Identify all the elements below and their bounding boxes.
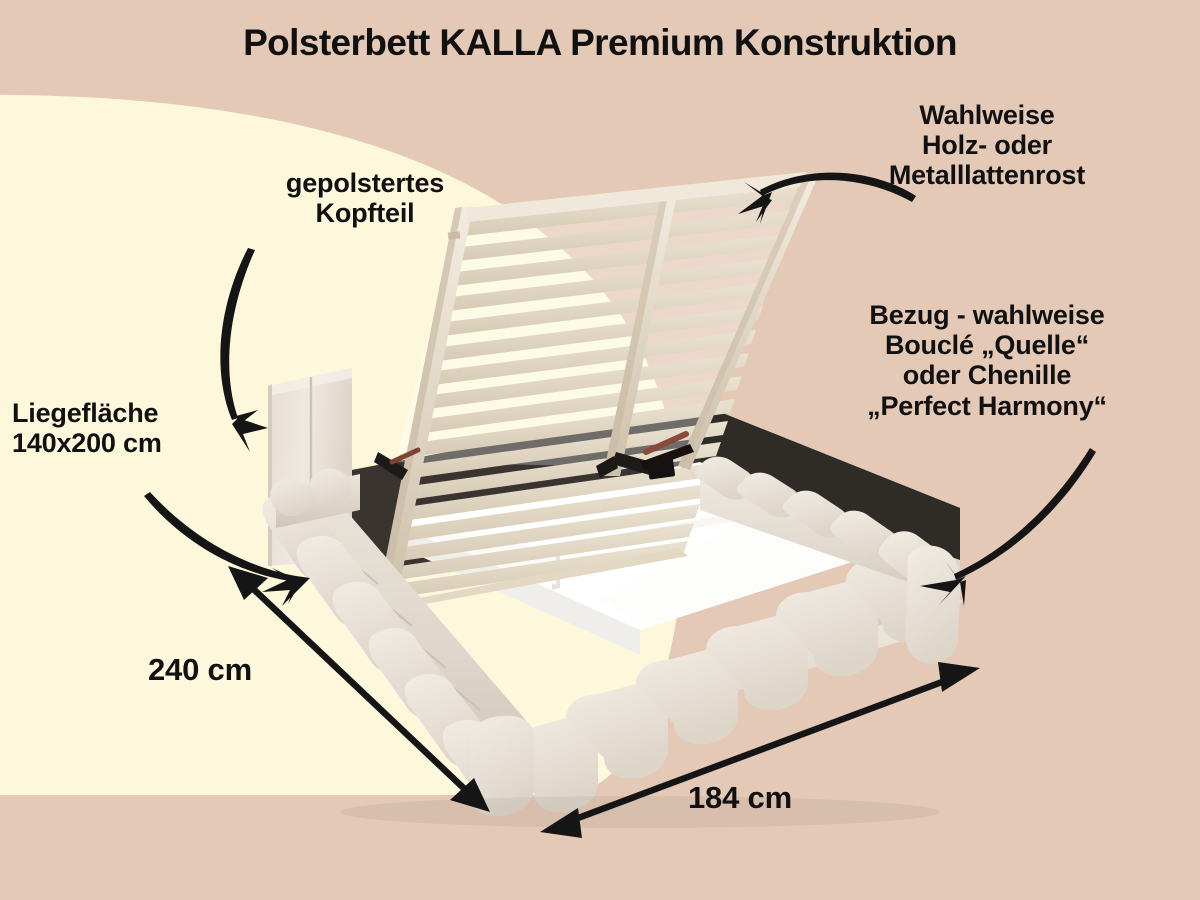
callout-label-slats: Wahlweise Holz- oder Metalllattenrost xyxy=(888,100,1086,191)
dimension-label-depth: 240 cm xyxy=(148,652,252,687)
curved-arrow-left-icon-2 xyxy=(920,448,1096,606)
slatted-frame xyxy=(376,172,818,610)
callout-label-fabric: Bezug - wahlweise Bouclé „Quelle“ oder C… xyxy=(867,300,1107,421)
dimension-label-width: 184 cm xyxy=(688,780,792,815)
curved-arrow-down-icon xyxy=(220,248,268,452)
curved-arrow-left-icon xyxy=(738,172,916,224)
lift-mechanism xyxy=(374,431,694,480)
callout-label-sleeping-area: Liegefläche 140x200 cm xyxy=(12,398,162,459)
double-headed-arrow-icon-depth xyxy=(228,566,490,812)
side-rail-head xyxy=(269,468,360,528)
bolster-segments-right xyxy=(694,456,956,594)
double-headed-arrow-icon-width xyxy=(540,662,980,838)
callout-label-headboard: gepolstertes Kopfteil xyxy=(285,168,445,229)
slats xyxy=(386,186,798,599)
curved-arrow-right-icon xyxy=(144,492,310,606)
page-title: Polsterbett KALLA Premium Konstruktion xyxy=(243,22,957,63)
side-rail-foot xyxy=(470,546,962,817)
side-rail-right xyxy=(694,456,961,664)
